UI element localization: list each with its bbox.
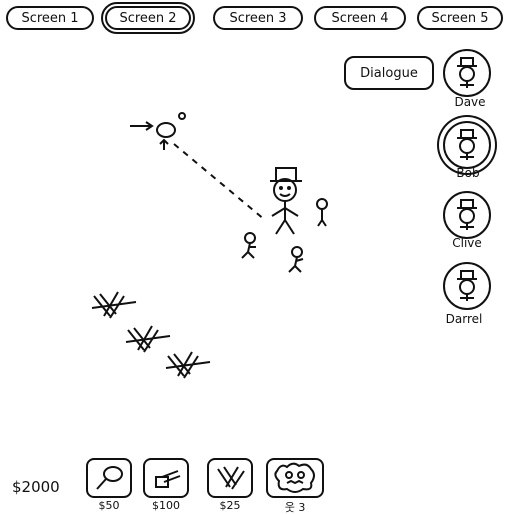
barricade-2[interactable] xyxy=(125,325,171,353)
small-figure-1[interactable] xyxy=(316,198,328,227)
money-counter: $2000 xyxy=(12,478,60,496)
portrait-darrel[interactable] xyxy=(443,262,491,310)
hero-stick-figure[interactable] xyxy=(270,167,302,235)
top-hat-face-icon xyxy=(457,199,477,230)
bird-creature-icon xyxy=(130,112,186,150)
cannon-icon xyxy=(155,470,181,488)
character-name-bob: Bob xyxy=(456,166,480,180)
stick-figure-icon: 웃 xyxy=(284,501,295,514)
shop-item-monster[interactable] xyxy=(266,458,324,498)
tab-screen-1[interactable]: Screen 1 xyxy=(6,6,94,30)
monster-price-value: 3 xyxy=(298,501,306,514)
shop-item-torch[interactable] xyxy=(86,458,132,498)
price-monster: 웃 3 xyxy=(270,499,320,515)
barricade-icon xyxy=(217,466,245,490)
top-hat-face-icon xyxy=(457,57,477,88)
monster-icon xyxy=(274,462,315,493)
top-hat-face-icon xyxy=(457,270,477,301)
small-figure-2[interactable] xyxy=(241,232,256,259)
shop-item-cannon[interactable] xyxy=(143,458,189,498)
dialogue-button[interactable]: Dialogue xyxy=(344,56,434,90)
torch-icon xyxy=(96,466,123,490)
shop-item-barricade[interactable] xyxy=(207,458,253,498)
tab-screen-3[interactable]: Screen 3 xyxy=(213,6,303,30)
price-torch: $50 xyxy=(98,499,120,512)
tab-screen-4[interactable]: Screen 4 xyxy=(314,6,406,30)
small-figure-3[interactable] xyxy=(288,246,304,273)
barricade-1[interactable] xyxy=(91,291,137,319)
scene-drawing xyxy=(91,112,328,379)
tab-screen-5[interactable]: Screen 5 xyxy=(417,6,503,30)
tab-screen-2[interactable]: Screen 2 xyxy=(101,2,195,34)
character-name-dave: Dave xyxy=(454,95,486,109)
barricade-3[interactable] xyxy=(165,351,211,379)
trajectory-line xyxy=(173,143,266,221)
character-name-darrel: Darrel xyxy=(445,312,483,326)
portrait-dave[interactable] xyxy=(443,49,491,97)
game-scene[interactable] xyxy=(0,40,430,440)
price-cannon: $100 xyxy=(152,499,180,512)
price-barricade: $25 xyxy=(219,499,241,512)
character-name-clive: Clive xyxy=(452,236,482,250)
top-hat-face-icon xyxy=(457,129,477,160)
portrait-bob[interactable] xyxy=(443,121,491,169)
portrait-clive[interactable] xyxy=(443,191,491,239)
